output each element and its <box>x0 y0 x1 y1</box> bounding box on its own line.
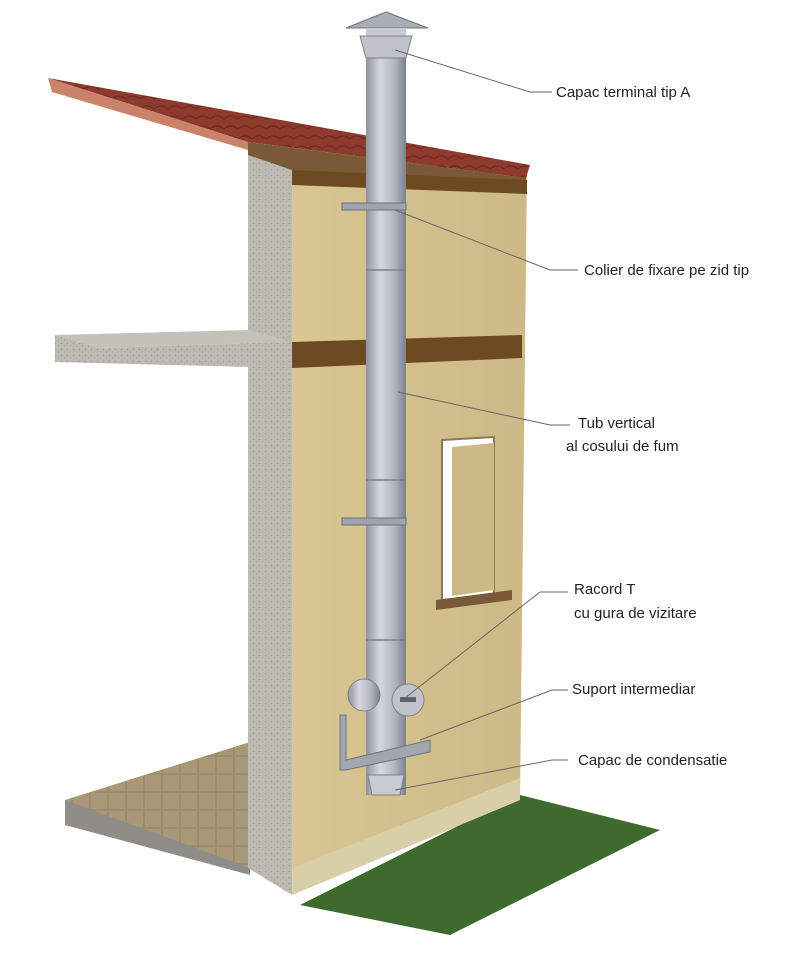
intermediate-support-icon <box>339 714 431 771</box>
leader-lines <box>394 49 578 791</box>
grass-ground <box>300 795 660 935</box>
terminal-cap-neck <box>366 28 406 36</box>
label-t-connector-1: Racord T <box>574 581 635 598</box>
inspection-door-slot <box>400 697 416 702</box>
leader-wall-collar <box>394 209 578 271</box>
window-reveal <box>452 443 494 596</box>
label-wall-collar: Colier de fixare pe zid tip <box>584 262 749 279</box>
label-condensate-cap: Capac de condensatie <box>578 752 727 769</box>
wall-collar-lower <box>341 517 407 526</box>
leader-t-connector <box>404 591 568 699</box>
leader-condensate-cap <box>394 759 568 791</box>
label-t-connector-2: cu gura de vizitare <box>574 605 697 622</box>
terrace-floor <box>65 742 250 868</box>
window-sill <box>436 590 512 610</box>
roof-tiles <box>48 78 530 178</box>
roof-edge <box>48 78 248 150</box>
balcony-slab-top <box>55 330 292 348</box>
wall-collar-upper <box>341 202 407 211</box>
label-vertical-pipe-2: al cosului de fum <box>566 438 679 455</box>
t-connector-left-icon <box>347 678 381 712</box>
balcony-slab-front <box>55 335 292 368</box>
foundation-strip <box>292 778 520 895</box>
concrete-column <box>248 143 292 895</box>
leader-terminal-cap <box>394 49 552 93</box>
chimney-pipe <box>366 55 406 795</box>
label-terminal-cap: Capac terminal tip A <box>556 84 690 101</box>
label-intermediate-support: Suport intermediar <box>572 681 695 698</box>
leader-intermediate-support <box>419 689 568 741</box>
leader-vertical-pipe <box>397 391 570 426</box>
condensate-cap-icon <box>367 774 405 796</box>
label-vertical-pipe-1: Tub vertical <box>578 415 655 432</box>
terminal-cap-icon <box>345 11 429 29</box>
terminal-cap-cone <box>359 35 413 59</box>
top-beam <box>292 170 527 194</box>
terrace-floor-edge <box>65 800 250 875</box>
middle-beam <box>292 335 522 368</box>
